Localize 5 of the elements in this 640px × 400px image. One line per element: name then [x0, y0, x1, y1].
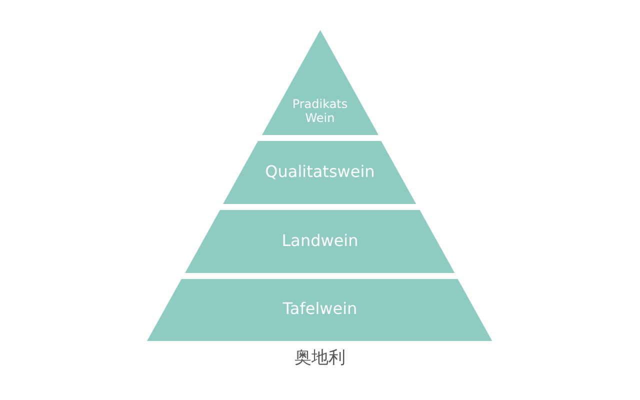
pyramid-caption: 奥地利: [294, 347, 346, 369]
tier-label: Tafelwein: [282, 300, 358, 319]
tier-label: Landwein: [280, 232, 360, 250]
tier-label: Pradikats Wein: [291, 98, 349, 126]
tier-label: Qualitatswein: [264, 162, 376, 182]
